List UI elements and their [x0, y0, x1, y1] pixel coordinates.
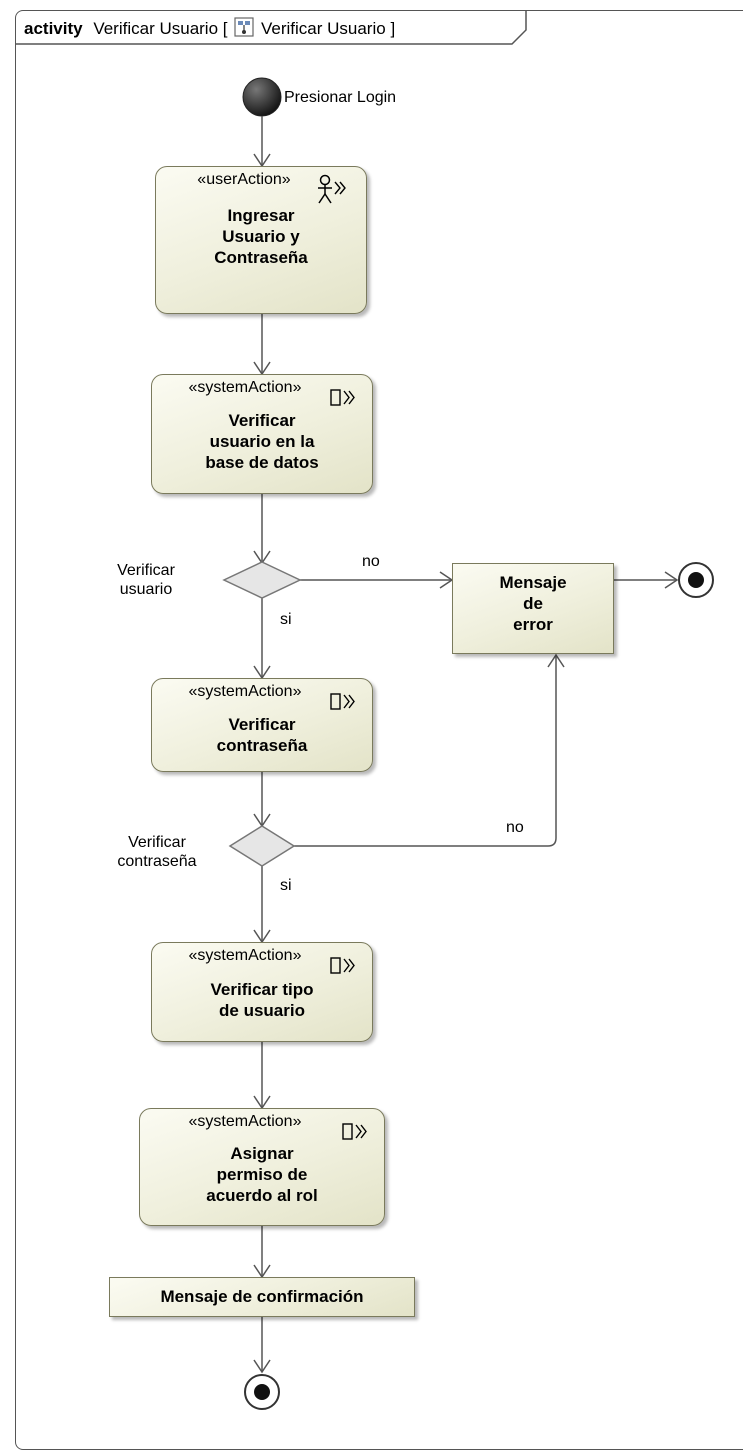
stereotype-label: «systemAction» [188, 379, 302, 396]
initial-node[interactable] [242, 77, 282, 117]
action-mensaje-error[interactable]: Mensaje de error [452, 563, 614, 654]
action-verificar-tipo[interactable]: «systemAction» Verificar tipo de usuario [151, 942, 373, 1042]
stereotype-label: «userAction» [197, 171, 291, 188]
guard-usuario-no: no [362, 553, 380, 570]
action-mensaje-confirmacion[interactable]: Mensaje de confirmación [109, 1277, 415, 1317]
stereotype-label: «systemAction» [188, 1113, 302, 1130]
system-action-icon [342, 1121, 372, 1148]
frame-bracket-open: [ [222, 19, 228, 38]
system-action-icon [330, 955, 360, 982]
final-node-error[interactable] [678, 562, 714, 598]
system-action-icon [330, 691, 360, 718]
actor-icon [316, 173, 350, 212]
frame-bracket-close: ] [390, 19, 396, 38]
action-title: Mensaje de confirmación [160, 1287, 364, 1306]
decision-verificar-contrasena[interactable] [228, 825, 296, 867]
action-title: Ingresar Usuario y Contraseña [214, 206, 308, 267]
frame-header: activity Verificar Usuario [ Verificar U… [24, 17, 395, 42]
stereotype-label: «systemAction» [188, 683, 302, 700]
action-ingresar-usuario[interactable]: «userAction» Ingresar Usuario y Contrase… [155, 166, 367, 314]
decision-contrasena-label: Verificar contraseña [117, 834, 197, 870]
stereotype-label: «systemAction» [188, 947, 302, 964]
guard-contrasena-no: no [506, 819, 524, 836]
flow-decision-contrasena-no [294, 655, 557, 847]
action-title: Mensaje de error [499, 573, 567, 634]
frame-diagram-name: Verificar Usuario [260, 19, 386, 38]
frame-header-tab [16, 10, 527, 45]
action-title: Verificar usuario en la base de datos [205, 411, 319, 472]
decision-usuario-label: Verificar usuario [117, 562, 175, 598]
action-title: Asignar permiso de acuerdo al rol [206, 1144, 318, 1205]
action-verificar-usuario[interactable]: «systemAction» Verificar usuario en la b… [151, 374, 373, 494]
decision-verificar-usuario[interactable] [222, 561, 302, 599]
final-node-main[interactable] [244, 1374, 280, 1410]
action-verificar-contrasena[interactable]: «systemAction» Verificar contraseña [151, 678, 373, 772]
activity-diagram-icon [234, 17, 254, 42]
initial-node-label: Presionar Login [284, 89, 397, 106]
guard-usuario-si: si [280, 611, 292, 628]
action-title: Verificar contraseña [216, 715, 308, 755]
frame-name: Verificar Usuario [93, 19, 219, 38]
action-title: Verificar tipo de usuario [210, 980, 314, 1020]
frame-kind: activity [24, 19, 83, 38]
system-action-icon [330, 387, 360, 414]
action-asignar-permiso[interactable]: «systemAction» Asignar permiso de acuerd… [139, 1108, 385, 1226]
guard-contrasena-si: si [280, 877, 292, 894]
